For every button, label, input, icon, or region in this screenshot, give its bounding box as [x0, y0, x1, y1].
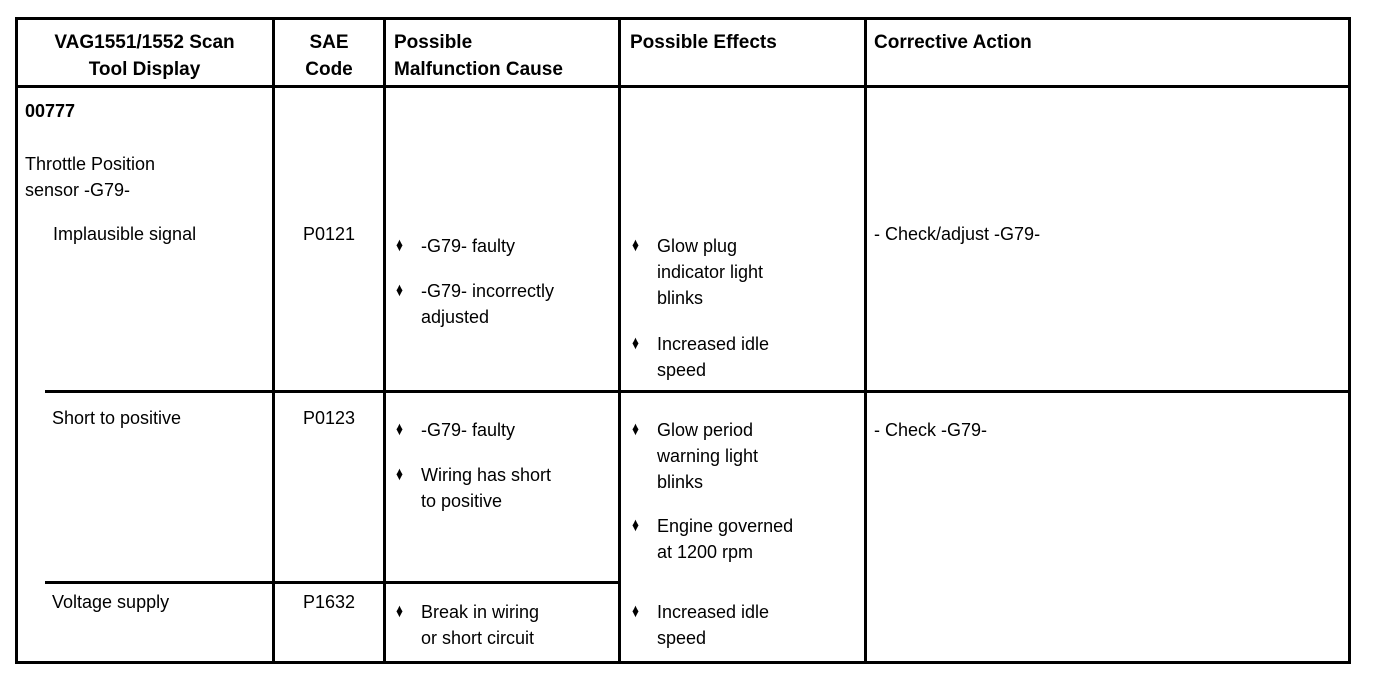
- diamond-bullet-icon: ♦: [632, 419, 639, 440]
- column-divider-4: [864, 17, 867, 664]
- header-malfunction-cause: Possible Malfunction Cause: [394, 32, 563, 80]
- table-outer-border: [15, 17, 1351, 664]
- diamond-bullet-icon: ♦: [632, 601, 639, 622]
- row-display-voltage-supply: Voltage supply: [52, 592, 170, 612]
- row-divider-1: [45, 390, 1351, 393]
- cause-text: Break in wiring or short circuit: [421, 602, 540, 648]
- cause-text: -G79- faulty: [421, 236, 516, 256]
- row-display-short-to-positive: Short to positive: [52, 408, 182, 428]
- header-scan-tool-display: VAG1551/1552 Scan Tool Display: [54, 32, 235, 80]
- row-divider-2: [45, 581, 621, 584]
- header-possible-effects: Possible Effects: [630, 32, 777, 53]
- effect-item: ♦ Glow plug indicator light blinks: [632, 233, 763, 311]
- column-divider-3: [618, 17, 621, 664]
- diamond-bullet-icon: ♦: [396, 419, 403, 440]
- diamond-bullet-icon: ♦: [396, 235, 403, 256]
- effect-item: ♦ Engine governed at 1200 rpm: [632, 513, 793, 565]
- cause-item: ♦ Break in wiring or short circuit: [396, 599, 539, 651]
- sae-code-value-row2: P0123: [302, 408, 356, 428]
- sae-code-value-row3: P1632: [302, 592, 356, 612]
- effect-text: Glow plug indicator light blinks: [657, 236, 764, 308]
- header-corrective-action: Corrective Action: [874, 32, 1032, 53]
- dtc-number: 00777: [25, 101, 76, 121]
- dtc-component-name: Throttle Position sensor -G79-: [25, 154, 156, 200]
- corrective-action-row2: - Check -G79-: [874, 420, 988, 440]
- effect-item: ♦ Increased idle speed: [632, 599, 769, 651]
- cause-text: Wiring has short to positive: [421, 465, 552, 511]
- cause-text: -G79- incorrectly adjusted: [421, 281, 555, 327]
- cause-item: ♦ -G79- faulty: [396, 417, 515, 443]
- diamond-bullet-icon: ♦: [632, 333, 639, 354]
- cause-text: -G79- faulty: [421, 420, 516, 440]
- cause-item: ♦ Wiring has short to positive: [396, 462, 551, 514]
- effect-text: Engine governed at 1200 rpm: [657, 516, 794, 562]
- cause-item: ♦ -G79- faulty: [396, 233, 515, 259]
- effect-item: ♦ Glow period warning light blinks: [632, 417, 758, 495]
- diamond-bullet-icon: ♦: [396, 601, 403, 622]
- sae-code-value-row1: P0121: [302, 224, 356, 244]
- header-divider: [15, 85, 1351, 88]
- corrective-action-row1: - Check/adjust -G79-: [874, 224, 1041, 244]
- effect-text: Increased idle speed: [657, 602, 770, 648]
- column-divider-1: [272, 17, 275, 664]
- diamond-bullet-icon: ♦: [632, 515, 639, 536]
- header-sae-code: SAE Code: [305, 32, 353, 80]
- diamond-bullet-icon: ♦: [632, 235, 639, 256]
- effect-text: Glow period warning light blinks: [657, 420, 759, 492]
- column-divider-2: [383, 17, 386, 664]
- effect-text: Increased idle speed: [657, 334, 770, 380]
- diamond-bullet-icon: ♦: [396, 280, 403, 301]
- effect-item: ♦ Increased idle speed: [632, 331, 769, 383]
- cause-item: ♦ -G79- incorrectly adjusted: [396, 278, 554, 330]
- diamond-bullet-icon: ♦: [396, 464, 403, 485]
- row-display-implausible-signal: Implausible signal: [53, 224, 197, 244]
